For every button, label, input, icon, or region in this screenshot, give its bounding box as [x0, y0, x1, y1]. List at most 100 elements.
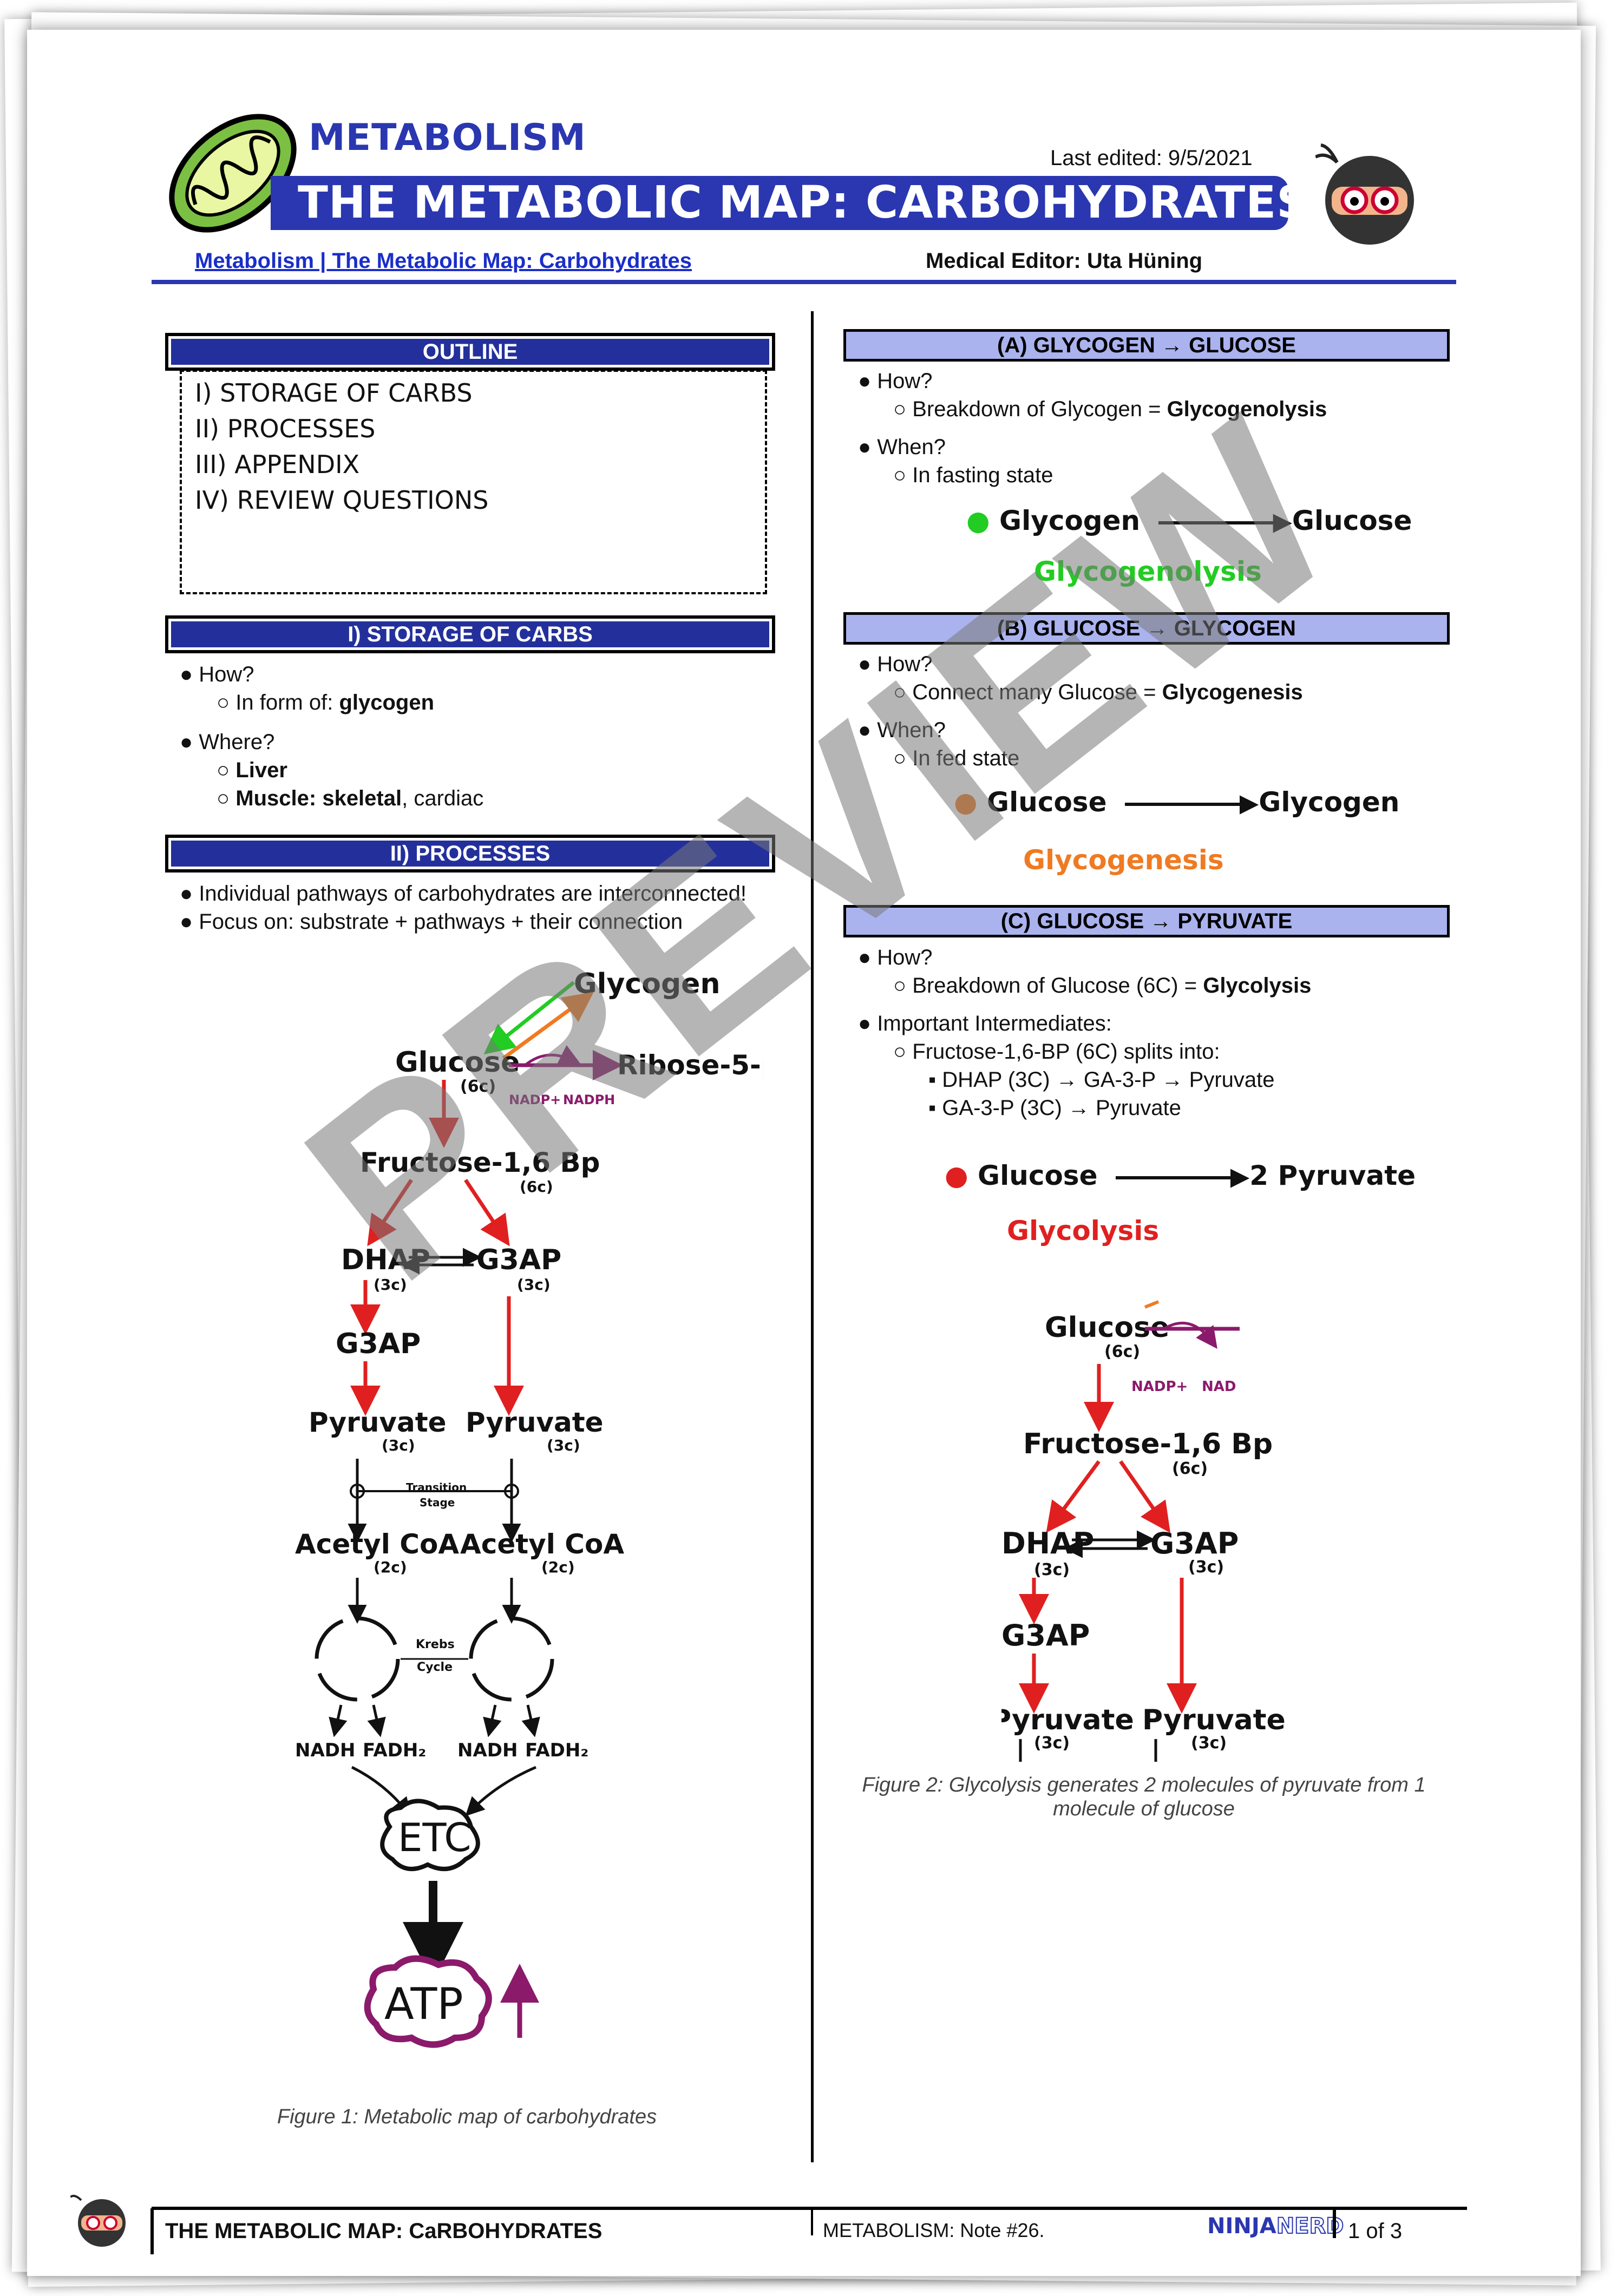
label-transition: Transition — [406, 1481, 467, 1494]
bullet-dot: ● — [945, 1160, 978, 1191]
footer-divider-2 — [811, 2208, 813, 2235]
fig2-node-g3ap: G3AP — [1150, 1526, 1239, 1560]
node-glucose: Glucose — [395, 1046, 520, 1079]
storage-where: ● Where? — [180, 730, 275, 754]
a-how-answer: ○ Breakdown of Glycogen = Glycogenolysis — [893, 397, 1327, 421]
fig2-node-dhap: DHAP — [1001, 1526, 1094, 1560]
a-process-label: Glycogenolysis — [1034, 556, 1262, 587]
a-when: ● When? — [858, 435, 946, 459]
footer-divider-1 — [150, 2208, 154, 2254]
c-split-1: ▪ DHAP (3C) → GA-3-P → Pyruvate — [928, 1068, 1275, 1092]
figure-2-caption-line-1: Figure 2: Glycolysis generates 2 molecul… — [862, 1774, 1426, 1796]
outline-box — [180, 370, 767, 594]
label-stage: Stage — [420, 1496, 455, 1509]
a-reaction: ● Glycogen ▶Glucose — [966, 505, 1412, 536]
page-number: 1 of 3 — [1348, 2219, 1403, 2243]
fig2-node-pyruvate-right: Pyruvate — [1142, 1704, 1286, 1736]
node-acetyl-left-carbons: (2c) — [374, 1558, 407, 1576]
b-how: ● How? — [858, 652, 933, 676]
footer-divider-3 — [1333, 2208, 1336, 2238]
node-pyruvate-left: Pyruvate — [309, 1407, 447, 1438]
figure-1-caption: Figure 1: Metabolic map of carbohydrates — [277, 2105, 657, 2128]
a-how: ● How? — [858, 369, 933, 393]
processes-header: II) PROCESSES — [165, 835, 775, 873]
arrow-icon — [1158, 521, 1278, 524]
last-edited: Last edited: 9/5/2021 — [1050, 146, 1253, 170]
figure-2-glycolysis: Glucose (6c) NADP+ NAD Fructose-1,6 Bp (… — [1001, 1300, 1286, 1762]
b-when-answer: ○ In fed state — [893, 746, 1020, 770]
processes-bullet-1: ● Individual pathways of carbohydrates a… — [180, 882, 746, 906]
ninja-footer-icon — [70, 2195, 126, 2247]
fig2-node-pyruvate-left-carbons: (3c) — [1034, 1734, 1070, 1753]
figure-2-caption-line-2: molecule of glucose — [1053, 1798, 1235, 1820]
node-acetyl-right-carbons: (2c) — [541, 1558, 575, 1576]
footer-title: THE METABOLIC MAP: CaRBOHYDRATES — [165, 2219, 603, 2243]
footer-note: METABOLISM: Note #26. — [823, 2219, 1045, 2241]
label-fadh2-left: FADH₂ — [363, 1740, 426, 1761]
b-how-answer: ○ Connect many Glucose = Glycogenesis — [893, 680, 1303, 704]
node-g3ap-2: G3AP — [336, 1328, 421, 1360]
b-process-label: Glycogenesis — [1023, 844, 1224, 876]
fig2-node-glucose-carbons: (6c) — [1104, 1342, 1140, 1361]
node-glucose-carbons: (6c) — [460, 1077, 496, 1096]
figure-1-metabolic-map: Glycogen Glucose (6c) Ribose-5-p NADP+ N… — [295, 968, 763, 2048]
outline-item[interactable]: III) APPENDIX — [195, 450, 360, 479]
node-g3ap-carbons: (3c) — [517, 1276, 551, 1294]
b-reaction: ● Glucose ▶Glycogen — [954, 786, 1400, 818]
label-fadh2-right: FADH₂ — [525, 1740, 588, 1761]
fig2-node-pyruvate-left: Pyruvate — [1001, 1704, 1134, 1736]
storage-liver: ○ Liver — [217, 758, 287, 782]
page-title: THE METABOLIC MAP: CARBOHYDRATES — [298, 177, 1309, 228]
node-pyruvate-left-carbons: (3c) — [382, 1436, 415, 1454]
c-how: ● How? — [858, 946, 933, 969]
header-section: METABOLISM — [309, 116, 586, 159]
outline-item[interactable]: I) STORAGE OF CARBS — [195, 378, 473, 408]
node-etc: ETC — [398, 1815, 472, 1860]
c-intermediates: ● Important Intermediates: — [858, 1012, 1112, 1035]
fig2-label-nadp: NAD — [1202, 1379, 1236, 1395]
node-acetyl-right: Acetyl CoA — [460, 1529, 624, 1560]
fig2-node-g3ap-carbons: (3c) — [1188, 1558, 1224, 1577]
bullet-dot: ● — [954, 786, 987, 818]
node-pyruvate-right: Pyruvate — [466, 1407, 604, 1438]
breadcrumb-link[interactable]: Metabolism | The Metabolic Map: Carbohyd… — [195, 249, 692, 273]
c-reaction: ● Glucose ▶2 Pyruvate — [945, 1160, 1416, 1191]
node-ribose: Ribose-5-p — [617, 1049, 763, 1081]
c-split-2: ▪ GA-3-P (3C) → Pyruvate — [928, 1096, 1181, 1120]
node-pyruvate-right-carbons: (3c) — [547, 1436, 580, 1454]
storage-how: ● How? — [180, 662, 254, 686]
a-when-answer: ○ In fasting state — [893, 463, 1053, 487]
arrow-icon — [1115, 1176, 1235, 1179]
node-dhap-carbons: (3c) — [374, 1276, 407, 1294]
outline-item[interactable]: IV) REVIEW QUESTIONS — [195, 486, 489, 515]
header-rule — [152, 280, 1456, 284]
node-acetyl-left: Acetyl CoA — [295, 1529, 459, 1560]
footer-rule — [152, 2207, 1467, 2210]
medical-editor: Medical Editor: Uta Hüning — [926, 249, 1203, 273]
b-when: ● When? — [858, 718, 946, 742]
node-atp: ATP — [384, 1979, 463, 2029]
fig2-node-f16bp-carbons: (6c) — [1172, 1459, 1208, 1478]
fig2-node-g3ap-2: G3AP — [1001, 1618, 1090, 1652]
document-page: METABOLISM Last edited: 9/5/2021 THE MET… — [27, 30, 1581, 2276]
node-f16bp-carbons: (6c) — [520, 1178, 553, 1196]
section-b-header: (B) GLUCOSE → GLYCOGEN — [843, 612, 1450, 645]
label-nadh-right: NADH — [457, 1740, 518, 1761]
storage-how-answer: ○ In form of: glycogen — [217, 691, 435, 714]
label-cycle: Cycle — [417, 1661, 453, 1674]
section-a-header: (A) GLYCOGEN → GLUCOSE — [843, 329, 1450, 362]
node-glycogen: Glycogen — [574, 968, 720, 1000]
c-process-label: Glycolysis — [1007, 1215, 1160, 1247]
ninja-avatar — [1315, 143, 1414, 245]
node-f16bp: Fructose-1,6 Bp — [360, 1147, 600, 1178]
storage-muscle: ○ Muscle: skeletal, cardiac — [217, 786, 484, 810]
c-how-answer: ○ Breakdown of Glucose (6C) = Glycolysis — [893, 974, 1312, 998]
processes-bullet-2: ● Focus on: substrate + pathways + their… — [180, 910, 683, 934]
title-bar — [271, 176, 1288, 230]
column-divider — [811, 311, 814, 2162]
fig2-node-pyruvate-right-carbons: (3c) — [1191, 1734, 1227, 1753]
label-krebs: Krebs — [416, 1638, 455, 1651]
outline-item[interactable]: II) PROCESSES — [195, 414, 376, 443]
fig2-node-f16bp: Fructose-1,6 Bp — [1023, 1428, 1273, 1460]
fig2-node-dhap-carbons: (3c) — [1034, 1560, 1070, 1579]
